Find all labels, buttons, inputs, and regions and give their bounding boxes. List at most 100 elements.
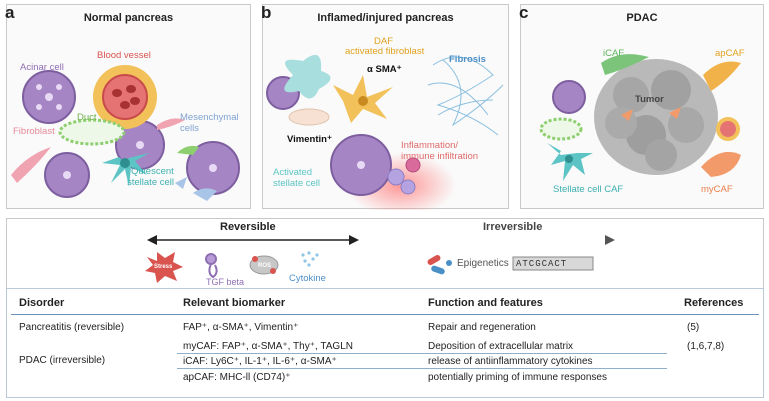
- tgf-beta-icon: [205, 253, 218, 279]
- fibroblast-icon: [11, 147, 51, 183]
- fibrosis-icon: [427, 56, 504, 136]
- label-duct: Duct: [77, 112, 97, 123]
- label-fibroblast: Fibroblast: [13, 126, 55, 137]
- row-function: Repair and regeneration: [428, 322, 536, 333]
- acinar-cluster-icon: [22, 70, 76, 124]
- caf-in-tumor-icon: [669, 107, 681, 119]
- label-vimentin: Vimentin⁺: [287, 134, 332, 145]
- label-stellate-cell-caf: Stellate cell CAF: [553, 184, 624, 195]
- row-biomarker: FAP⁺, α-SMA⁺, Vimentin⁺: [183, 322, 299, 333]
- label-acinar-cell: Acinar cell: [20, 62, 64, 73]
- label-activated-stellate-cell: stellate cell: [273, 178, 320, 189]
- ros-icon: [249, 255, 279, 275]
- vimentin-cell-icon: [288, 108, 330, 126]
- stress-icon: [145, 252, 183, 283]
- reversible-arrow: [147, 235, 359, 245]
- panel-title: PDAC: [626, 12, 658, 24]
- blood-vessel-icon: [716, 117, 740, 141]
- row-disorder: PDAC (irreversible): [19, 355, 106, 366]
- blood-vessel-icon: [93, 65, 157, 129]
- immune-cell-icon: [405, 157, 421, 173]
- label-tgf-beta: TGF beta: [206, 277, 245, 287]
- duct-icon: [58, 118, 126, 146]
- caf-in-tumor-icon: [621, 109, 633, 121]
- label-dna-sequence: ATCGCACT: [516, 259, 568, 269]
- activated-stellate-cell-icon: [284, 54, 331, 99]
- row-divider: [177, 353, 667, 354]
- header-biomarker: Relevant biomarker: [183, 297, 286, 309]
- label-inflammation: Inflammation/: [401, 140, 459, 151]
- label-blood-vessel: Blood vessel: [97, 50, 151, 61]
- row-function: release of antiinflammatory cytokines: [428, 356, 593, 367]
- daf-fibroblast-icon: [333, 75, 393, 123]
- label-apcaf: apCAF: [715, 48, 745, 59]
- irreversible-arrow: [407, 235, 615, 245]
- mesenchymal-cell-icon: [193, 188, 217, 201]
- row-disorder: Pancreatitis (reversible): [19, 322, 125, 333]
- label-tumor: Tumor: [635, 94, 664, 105]
- row-biomarker: iCAF: Ly6C⁺, IL-1⁺, IL-6⁺, α-SMA⁺: [183, 356, 337, 367]
- label-irreversible: Irreversible: [483, 221, 543, 233]
- epigenetics-icon: [427, 255, 452, 275]
- panel-title: Inflamed/injured pancreas: [317, 12, 454, 24]
- row-biomarker: myCAF: FAP⁺, α-SMA⁺, Thy⁺, TAGLN: [183, 341, 353, 352]
- panel-letter: c: [519, 3, 529, 22]
- label-reversible: Reversible: [220, 221, 276, 233]
- label-immune-infiltration: immune infiltration: [401, 151, 479, 162]
- quiescent-stellate-cell-icon: [102, 145, 149, 187]
- biomarker-table: Disorder Relevant biomarker Function and…: [6, 288, 764, 398]
- transition-arrows: [145, 235, 615, 283]
- transition-panel: Reversible Irreversible Stress TGF beta …: [6, 218, 764, 290]
- row-divider: [177, 368, 667, 369]
- label-epigenetics: Epigenetics: [457, 258, 509, 269]
- header-disorder: Disorder: [19, 297, 65, 309]
- label-ros: ROS: [258, 263, 272, 269]
- mesenchymal-cell-icon: [177, 145, 199, 155]
- acinar-cluster-icon: [330, 134, 392, 196]
- label-icaf: iCAF: [603, 48, 625, 59]
- row-references: (1,6,7,8): [687, 341, 725, 352]
- row-function: potentially priming of immune responses: [428, 372, 607, 383]
- icaf-cell-icon: [601, 54, 649, 75]
- label-mesenchymal-cells: cells: [180, 123, 200, 134]
- panel-inflamed-pancreas: b Inflamed/injured pancreas DAF activate…: [261, 3, 509, 210]
- label-activated: Activated: [273, 167, 313, 178]
- apcaf-cell-icon: [703, 61, 741, 91]
- label-activated-fibroblast: activated fibroblast: [345, 46, 425, 57]
- label-stellate-cell: stellate cell: [127, 177, 174, 188]
- label-cytokine: Cytokine: [289, 273, 326, 284]
- row-biomarker: apCAF: MHC-ll (CD74)⁺: [183, 372, 291, 383]
- label-stress: Stress: [154, 264, 173, 270]
- mesenchymal-cell-icon: [175, 177, 187, 189]
- panel-pdac: c PDAC iCAF apCAF Tumor myCAF Stellate c…: [519, 3, 764, 209]
- inflamed-pancreas-illustration: [266, 54, 504, 210]
- label-quiescent: Quiescent: [131, 166, 174, 177]
- mycaf-cell-icon: [701, 151, 741, 177]
- label-mesenchymal: Mesenchymal: [180, 112, 239, 123]
- fibroblast-icon: [157, 118, 185, 130]
- label-alpha-sma: α SMA⁺: [367, 64, 402, 75]
- acinar-cluster-icon: [44, 152, 90, 198]
- acinar-cluster-icon: [552, 80, 586, 114]
- header-references: References: [684, 297, 744, 309]
- pdac-illustration: [539, 54, 741, 181]
- duct-icon: [539, 117, 583, 141]
- header-rule: [11, 314, 759, 315]
- stellate-cell-caf-icon: [547, 143, 593, 181]
- panel-normal-pancreas: a Normal pancreas Acinar cell Blood vess…: [5, 3, 251, 209]
- immune-cell-icon: [400, 179, 416, 195]
- dna-sequence-icon: [512, 256, 594, 271]
- normal-pancreas-illustration: [11, 65, 240, 201]
- immune-cell-icon: [387, 168, 405, 186]
- panel-letter: b: [261, 3, 272, 22]
- label-fibrosis: Fibrosis: [449, 54, 486, 65]
- header-function: Function and features: [428, 297, 543, 309]
- row-function: Deposition of extracellular matrix: [428, 341, 574, 352]
- panel-letter: a: [5, 3, 15, 22]
- panel-title: Normal pancreas: [83, 12, 174, 24]
- tumor-icon: [594, 59, 718, 175]
- cytokine-icon: [301, 251, 319, 267]
- label-daf: DAF: [374, 36, 393, 47]
- label-mycaf: myCAF: [701, 184, 733, 195]
- row-references: (5): [687, 322, 700, 333]
